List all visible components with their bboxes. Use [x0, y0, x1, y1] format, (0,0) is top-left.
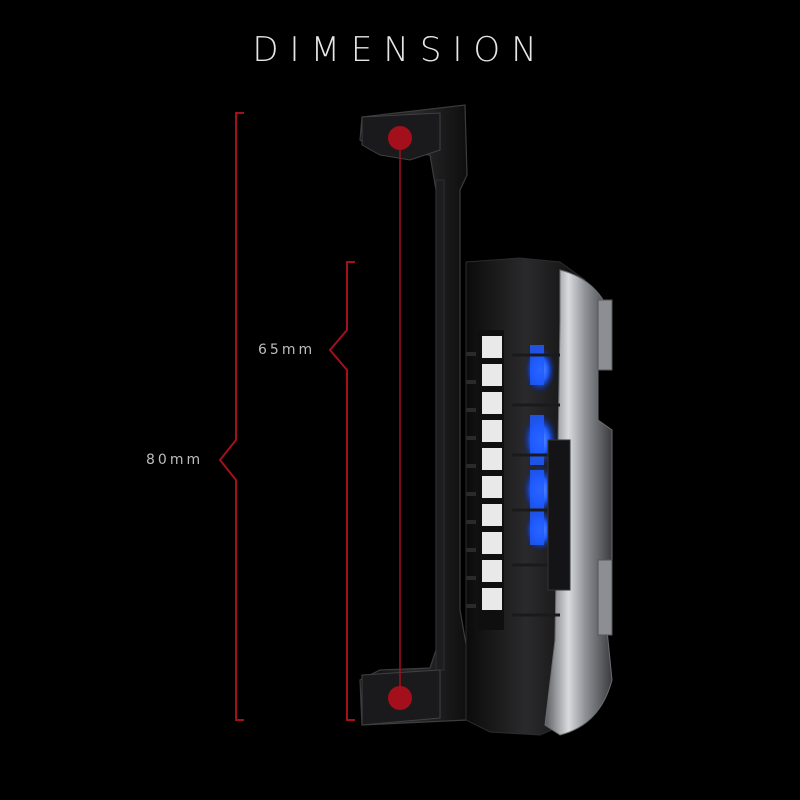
page-title: DIMENSION [252, 30, 548, 70]
dimension-label-outer: 80mm [146, 452, 204, 468]
top-marker-dot [388, 126, 412, 150]
side-vents [466, 352, 476, 608]
clamp-arm [359, 104, 468, 726]
dimension-bracket-outer [218, 112, 244, 721]
dimension-label-inner: 65mm [258, 342, 316, 358]
bottom-marker-dot [388, 686, 412, 710]
side-panel [547, 439, 571, 591]
heatsink-fins [478, 330, 504, 630]
dimension-bracket-inner [328, 261, 355, 721]
